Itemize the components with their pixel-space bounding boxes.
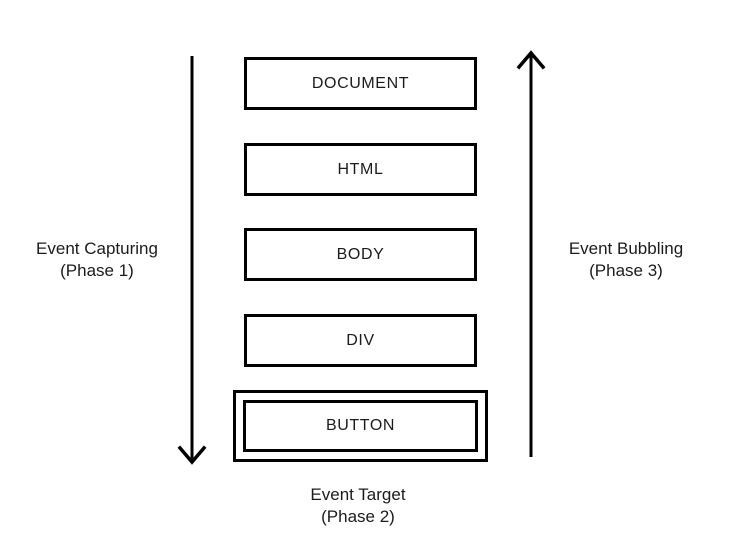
node-document: DOCUMENT <box>244 57 477 110</box>
down-arrow-icon <box>177 56 207 465</box>
node-button: BUTTON <box>243 400 478 452</box>
node-body-label: BODY <box>336 245 385 263</box>
node-body: BODY <box>244 228 477 281</box>
node-button-label: BUTTON <box>325 417 396 434</box>
node-div-label: DIV <box>346 331 375 349</box>
node-document-label: DOCUMENT <box>311 74 410 92</box>
up-arrow-icon <box>516 50 546 457</box>
node-html: HTML <box>244 143 477 196</box>
node-html-label: HTML <box>337 160 384 178</box>
bubbling-phase-label-line2: (Phase 3) <box>589 261 663 280</box>
node-div: DIV <box>244 314 477 367</box>
capturing-phase-label: Event Capturing (Phase 1) <box>12 238 182 282</box>
target-phase-label-line1: Event Target <box>310 485 406 504</box>
node-button-outer-frame: BUTTON <box>233 390 488 462</box>
target-phase-label: Event Target (Phase 2) <box>273 484 443 528</box>
capturing-phase-label-line2: (Phase 1) <box>60 261 134 280</box>
capturing-phase-label-line1: Event Capturing <box>36 239 158 258</box>
target-phase-label-line2: (Phase 2) <box>321 507 395 526</box>
bubbling-phase-label-line1: Event Bubbling <box>568 239 684 258</box>
bubbling-phase-label: Event Bubbling (Phase 3) <box>541 238 711 282</box>
